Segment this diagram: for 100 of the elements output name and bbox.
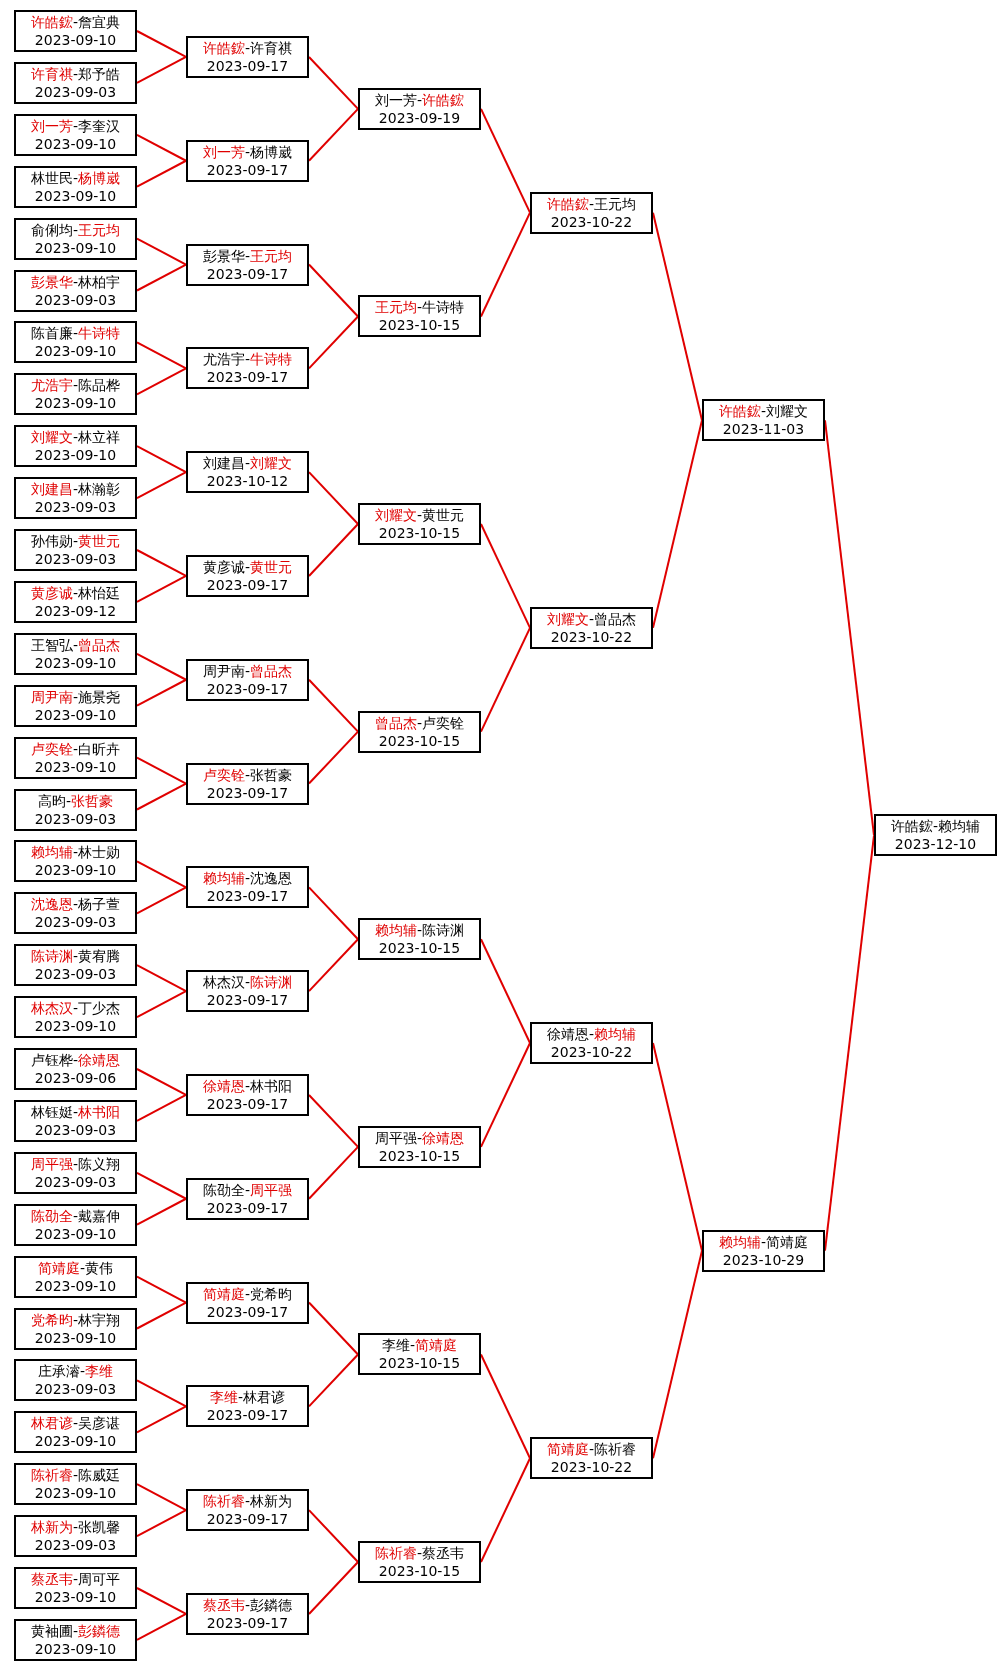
bracket-line [480,938,531,1045]
match-players: 刘耀文-黄世元 [374,506,465,525]
match-players: 高昀-张哲豪 [37,791,114,810]
match-players: 黄彦诚-黄世元 [202,557,293,576]
match-date: 2023-10-22 [550,627,633,646]
bracket-line [136,341,187,370]
match-box [358,1541,481,1584]
match-date: 2023-09-17 [206,264,289,283]
bracket-line [308,107,359,162]
match-players: 许皓鋐-许育祺 [202,38,293,57]
match-box [186,1281,309,1324]
match-box [186,866,309,909]
bracket-line [136,445,187,474]
bracket-line [308,55,359,110]
match-date: 2023-09-17 [206,56,289,75]
match-box [14,1515,137,1558]
match-date: 2023-09-17 [206,160,289,179]
match-box [14,269,137,312]
match-date: 2023-09-10 [34,31,117,49]
bracket-line [136,860,187,889]
match-players: 曾品杰-卢奕铨 [374,713,465,732]
match-box [530,606,653,649]
match-box [14,840,137,883]
match-players: 俞俐均-王元均 [30,220,121,239]
match-players: 尤浩宇-陈品桦 [30,376,121,395]
match-players: 刘建昌-刘耀文 [202,454,293,473]
match-date: 2023-09-10 [34,446,117,465]
match-date: 2023-09-12 [34,601,117,620]
bracket-line [136,652,187,681]
match-players: 陈祈睿-蔡丞韦 [374,1544,465,1563]
match-players: 黄袖圃-彭鏻德 [30,1621,121,1640]
match-players: 陈首廉-牛诗特 [30,324,121,343]
match-date: 2023-09-10 [34,186,117,205]
match-date: 2023-09-03 [34,965,117,984]
match-date: 2023-09-10 [34,1276,117,1295]
match-players: 彭景华-王元均 [202,246,293,265]
match-date: 2023-10-29 [722,1250,805,1269]
match-players: 陈祈睿-陈威廷 [30,1466,121,1485]
bracket-line [136,1405,187,1434]
match-players: 简靖庭-党希昀 [202,1284,293,1303]
match-date: 2023-09-06 [34,1069,117,1087]
match-box [358,918,481,961]
bracket-line [308,938,359,993]
bracket-line [308,1093,359,1148]
match-date: 2023-10-22 [550,212,633,231]
bracket-line [136,55,187,84]
match-box [702,1229,825,1272]
bracket-line [136,30,187,58]
match-date: 2023-10-15 [378,731,461,750]
match-box [358,503,481,546]
match-box [14,1048,137,1090]
match-players: 黄彦诚-林怡廷 [30,583,121,602]
bracket-line [136,1301,187,1330]
match-players: 许皓鋐-王元均 [546,194,637,213]
match-box [14,1359,137,1402]
match-date: 2023-09-03 [34,1380,117,1399]
match-date: 2023-09-10 [34,1588,117,1606]
match-date: 2023-09-17 [206,1510,289,1529]
bracket-line [136,756,187,785]
bracket-line [136,574,187,603]
match-box [186,762,309,805]
bracket-line [136,367,187,396]
match-box [186,451,309,494]
match-players: 刘一芳-李奎汉 [30,116,121,135]
bracket-line [136,990,187,1019]
match-date: 2023-10-15 [378,316,461,335]
match-players: 赖均辅-沈逸恩 [202,869,293,888]
match-players: 林杰汉-陈诗渊 [202,973,293,992]
match-box [14,373,137,416]
match-box [14,477,137,520]
match-date: 2023-09-17 [206,679,289,698]
match-box [186,243,309,286]
bracket-line [480,1353,531,1460]
match-players: 许皓鋐-詹宜典 [30,13,121,31]
match-players: 周尹南-施景尧 [30,687,121,706]
match-date: 2023-09-10 [34,342,117,361]
match-players: 尤浩宇-牛诗特 [202,350,293,369]
match-box [14,529,137,571]
match-box [14,944,137,987]
match-date: 2023-09-03 [34,913,117,932]
match-date: 2023-09-17 [206,887,289,906]
match-date: 2023-09-10 [34,134,117,153]
bracket-line [308,523,359,577]
bracket-line [136,1509,187,1538]
bracket-line [308,263,359,318]
match-players: 周平强-徐靖恩 [374,1128,465,1147]
match-players: 蔡丞韦-周可平 [30,1570,121,1588]
match-box [186,970,309,1013]
match-box [186,1385,309,1428]
bracket-line [308,471,359,526]
match-date: 2023-09-17 [206,368,289,387]
match-date: 2023-10-15 [378,1146,461,1165]
match-box [358,1125,481,1168]
match-box [358,295,481,338]
match-date: 2023-09-17 [206,1094,289,1113]
match-players: 沈逸恩-杨子萱 [30,895,121,914]
match-players: 蔡丞韦-彭鏻德 [202,1595,293,1614]
match-date: 2023-09-03 [34,809,117,828]
bracket-line [136,1093,187,1122]
match-players: 陈祈睿-林新为 [202,1492,293,1511]
